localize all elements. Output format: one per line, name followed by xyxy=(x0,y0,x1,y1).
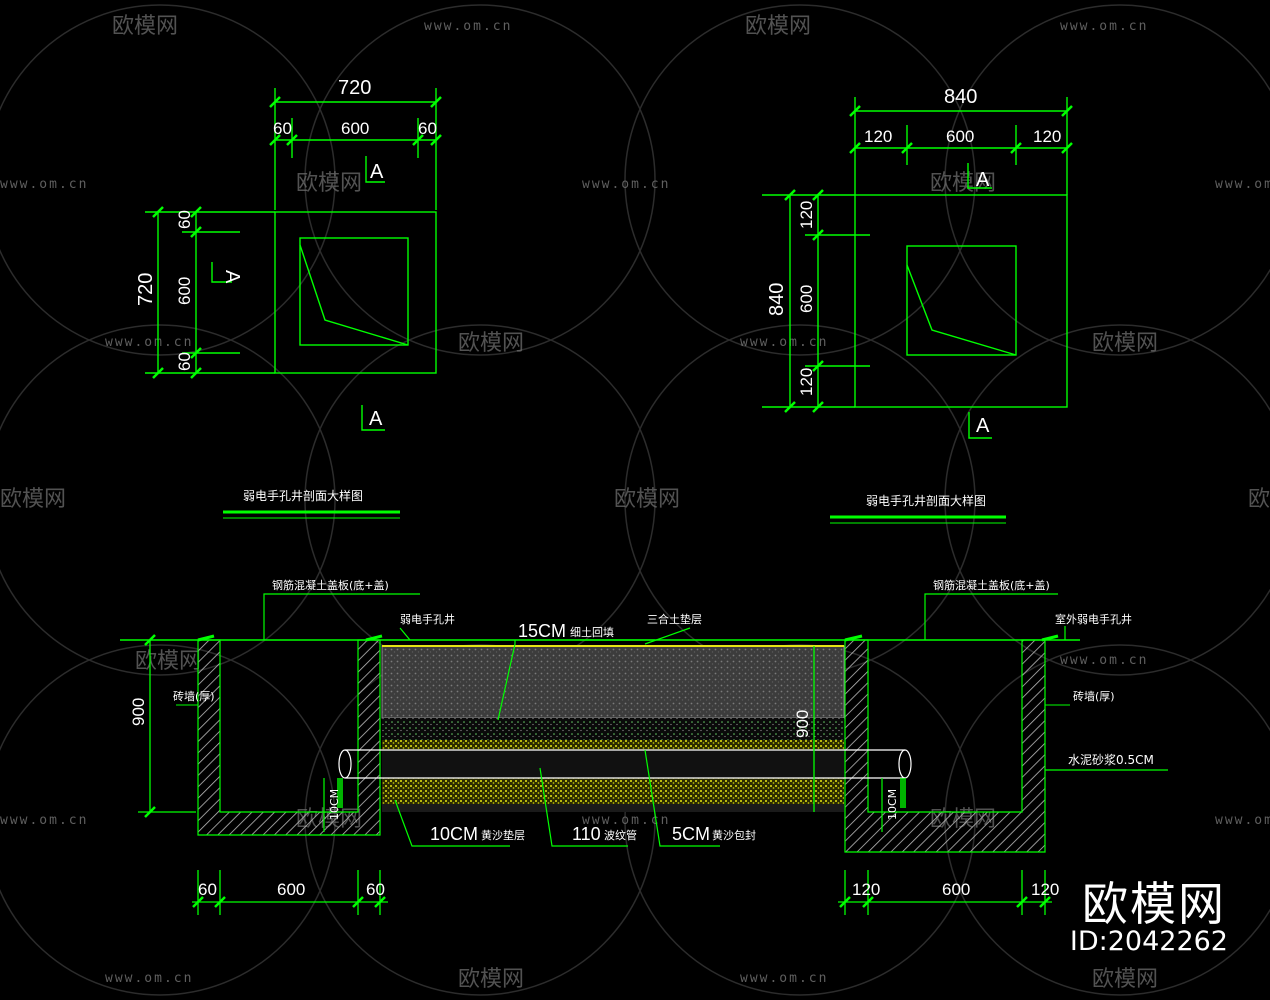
bottom-dims-right xyxy=(838,870,1052,915)
watermark-brand: 欧模网 xyxy=(112,14,178,39)
watermark-url: www.om.cn xyxy=(105,971,193,986)
label-mortar: 水泥砂浆0.5CM xyxy=(1068,752,1154,767)
dim-small-right: 10CM xyxy=(886,789,899,820)
label-lime: 三合土垫层 xyxy=(647,612,702,626)
label-brick-right: 砖墙(厚) xyxy=(1073,689,1115,703)
watermark-url: www.om.cn xyxy=(740,335,828,350)
layer-sand-bottom xyxy=(382,778,844,804)
dim-bottom: 120 xyxy=(1031,880,1059,899)
plan-left-labels: 720 60 600 60 720 60 600 60 A A A xyxy=(135,77,437,430)
wall-right-chamber xyxy=(844,639,1046,853)
conduit-pipe xyxy=(338,749,912,779)
dim-overall-vertical: 720 xyxy=(135,273,157,306)
watermark-url: www.om.cn xyxy=(740,971,828,986)
dim-side-vertical: 120 xyxy=(797,201,816,229)
watermark-url: www.om.cn xyxy=(0,177,88,192)
section-mark: A xyxy=(369,408,383,430)
watermark-url: www.om.cn xyxy=(1060,653,1148,668)
watermark-id: ID:2042262 xyxy=(1069,926,1228,957)
dim-depth-mid: 900 xyxy=(793,710,812,738)
dim-overall: 840 xyxy=(944,86,977,108)
title-left: 弱电手孔井剖面大样图 xyxy=(243,488,363,503)
watermark-logo-text: 欧模网 xyxy=(1082,877,1226,931)
layer-base xyxy=(382,804,844,812)
watermark-texts: 欧模网 欧模网 www.om.cn www.om.cn www.om.cn ww… xyxy=(0,14,1270,992)
layer-sand-top xyxy=(382,740,844,750)
dim-middle: 600 xyxy=(341,119,369,138)
section-mark: A xyxy=(221,270,243,284)
watermark-url: www.om.cn xyxy=(1060,19,1148,34)
wall-left-chamber xyxy=(197,639,381,836)
dim-side-vertical: 120 xyxy=(797,368,816,396)
section-labels: 钢筋混凝土盖板(底+盖) 钢筋混凝土盖板(底+盖) 弱电手孔井 室外弱电手孔井 … xyxy=(129,578,1154,844)
label-cover-right: 钢筋混凝土盖板(底+盖) xyxy=(933,578,1050,592)
label-top-layer: 15CM xyxy=(518,621,566,641)
label-pipe: 110 xyxy=(572,824,601,844)
watermark-brand: 欧模网 xyxy=(296,171,362,196)
dim-overall: 720 xyxy=(338,77,371,99)
label-sand-layer: 10CM xyxy=(430,824,478,844)
dim-middle-vertical: 600 xyxy=(797,285,816,313)
section-mark: A xyxy=(976,415,990,437)
dim-bottom: 600 xyxy=(942,880,970,899)
layer-top-soil xyxy=(381,645,845,719)
dim-side: 120 xyxy=(864,127,892,146)
label-brick-left: 砖墙(厚) xyxy=(173,689,215,703)
watermark-url: www.om.cn xyxy=(582,813,670,828)
watermark-brand: 欧模网 xyxy=(614,487,680,512)
plan-right xyxy=(762,97,1073,439)
watermark-brand: 欧模网 xyxy=(458,331,524,356)
layer-middle xyxy=(382,750,844,778)
watermark-brand: 欧模网 xyxy=(135,649,201,674)
watermark-url: www.om.cn xyxy=(0,813,88,828)
bottom-dims-right-labels: 120 600 120 xyxy=(852,880,1059,899)
dim-small-left: 10CM xyxy=(328,789,341,820)
watermark-url: www.om.cn xyxy=(1215,177,1270,192)
section-drawing xyxy=(120,593,1168,853)
dim-middle: 600 xyxy=(946,127,974,146)
title-right: 弱电手孔井剖面大样图 xyxy=(866,493,986,508)
watermark-brand: 欧模网 xyxy=(1092,967,1158,992)
plan-right-labels: 840 120 600 120 840 120 600 120 A A xyxy=(766,86,1061,437)
dim-bottom: 60 xyxy=(366,880,385,899)
dim-side: 120 xyxy=(1033,127,1061,146)
watermark-brand: 欧模网 xyxy=(0,487,66,512)
label-cover-left: 钢筋混凝土盖板(底+盖) xyxy=(272,578,389,592)
label-pipe-suffix: 波纹管 xyxy=(604,828,637,842)
dim-overall-vertical: 840 xyxy=(766,283,788,316)
dim-side-vertical: 60 xyxy=(175,352,194,371)
section-mark: A xyxy=(370,161,384,183)
dim-side: 60 xyxy=(418,119,437,138)
watermark-url: www.om.cn xyxy=(424,19,512,34)
bottom-dims-left-labels: 60 600 60 xyxy=(198,880,385,899)
dim-depth-left: 900 xyxy=(129,698,148,726)
watermark-url: www.om.cn xyxy=(582,177,670,192)
section-mark: A xyxy=(976,169,990,191)
section-titles: 弱电手孔井剖面大样图 弱电手孔井剖面大样图 xyxy=(223,488,1006,524)
label-cushion: 5CM xyxy=(672,824,710,844)
label-hole-left: 弱电手孔井 xyxy=(400,612,455,626)
dim-side: 60 xyxy=(273,119,292,138)
watermark-brand: 欧模网 xyxy=(458,967,524,992)
label-top-layer-suffix: 细土回填 xyxy=(570,625,614,639)
watermark-url: www.om.cn xyxy=(1215,813,1270,828)
label-sand-layer-suffix: 黄沙垫层 xyxy=(481,828,525,842)
watermark-brand: 欧模网 xyxy=(930,171,996,196)
watermark-brand: 欧模网 xyxy=(745,14,811,39)
plan-left xyxy=(145,88,442,431)
dim-bottom: 60 xyxy=(198,880,217,899)
dim-bottom: 120 xyxy=(852,880,880,899)
watermark-brand: 欧模网 xyxy=(1248,487,1270,512)
layer-gravel xyxy=(382,718,844,740)
bottom-dims-left xyxy=(192,870,388,915)
watermark-url: www.om.cn xyxy=(105,335,193,350)
label-hole-right: 室外弱电手孔井 xyxy=(1055,612,1132,626)
dim-bottom: 600 xyxy=(277,880,305,899)
dim-side-vertical: 60 xyxy=(175,210,194,229)
label-cushion-suffix: 黄沙包封 xyxy=(712,828,756,842)
watermark-brand: 欧模网 xyxy=(1092,331,1158,356)
dim-middle-vertical: 600 xyxy=(175,277,194,305)
